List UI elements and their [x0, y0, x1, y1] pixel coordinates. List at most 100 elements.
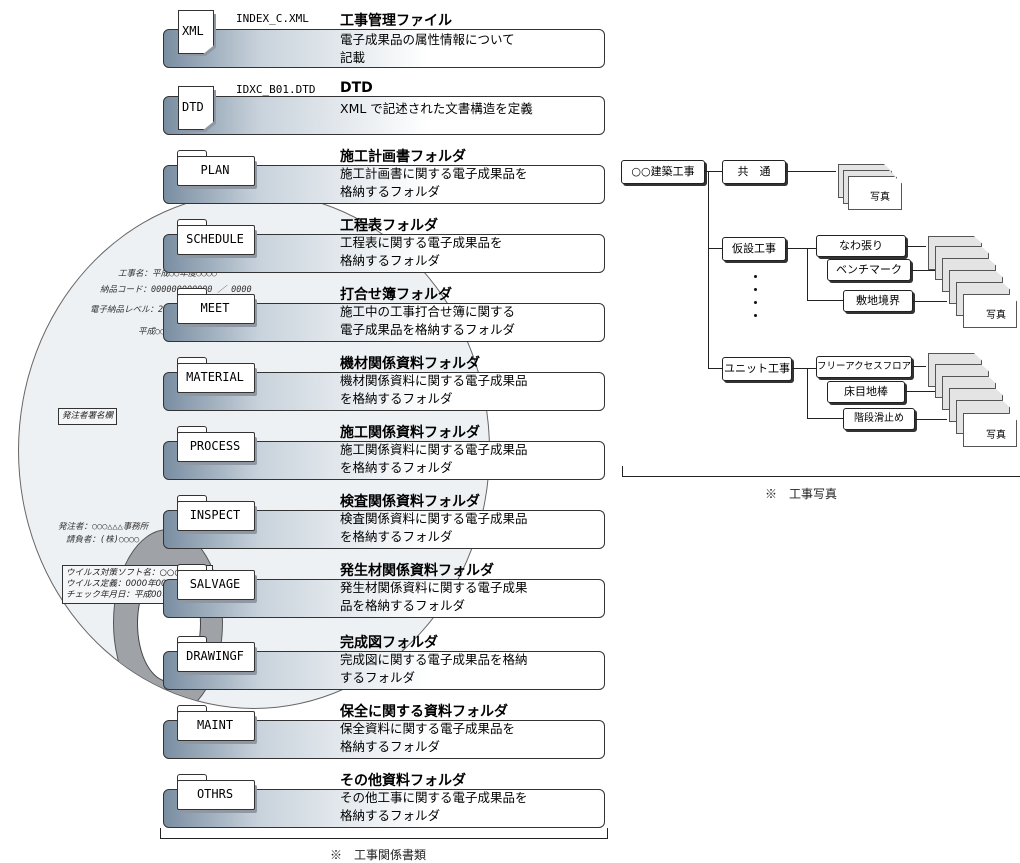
folder-label-meet: MEET [200, 301, 230, 315]
folder-label-schedule: SCHEDULE [186, 232, 244, 246]
folder-desc-process-2: を格納するフォルダ [340, 460, 453, 475]
folder-desc-salvage-2: 品を格納するフォルダ [340, 598, 466, 613]
folder-desc-material: 機材関係資料に関する電子成果品 を格納するフォルダ [340, 372, 602, 408]
xml-desc-line-2: 記載 [340, 50, 366, 65]
tree-node-freeaccess: フリーアクセスフロア [816, 356, 912, 378]
folder-label-othrs: OTHRS [196, 787, 234, 801]
photo-folder-icon-unit [963, 413, 1017, 447]
tree-node-joint: 床目地棒 [827, 381, 905, 403]
photo-label-temporary: 写真 [986, 310, 1006, 321]
folder-desc-maint-1: 保全資料に関する電子成果品を [340, 721, 516, 736]
dtd-title: DTD [340, 80, 373, 96]
folder-label-drawingf: DRAWINGF [186, 649, 244, 663]
folder-desc-schedule: 工程表に関する電子成果品を 格納するフォルダ [340, 234, 602, 270]
ellipsis-dot [754, 301, 757, 304]
folder-title-schedule: 工程表フォルダ [340, 218, 438, 234]
documents-caption: ※ 工事関係書類 [330, 848, 427, 862]
folder-desc-material-2: を格納するフォルダ [340, 391, 453, 406]
folder-desc-meet-2: 電子成果品を格納するフォルダ [340, 322, 516, 337]
disc-line-3: 電子納品レベル：2 番 [90, 305, 181, 315]
folder-desc-salvage: 発生材関係資料に関する電子成果 品を格納するフォルダ [340, 579, 602, 615]
xml-filename: INDEX_C.XML [236, 12, 309, 25]
folder-icon-process [177, 432, 255, 462]
tree-node-temporary: 仮設工事 [722, 237, 786, 261]
ellipsis-dot [754, 288, 757, 291]
folder-title-salvage: 発生材関係資料フォルダ [340, 563, 494, 579]
xml-desc-line-1: 電子成果品の属性情報について [340, 32, 515, 47]
folder-desc-drawingf-1: 完成図に関する電子成果品を格納 [340, 652, 528, 667]
folder-desc-salvage-1: 発生材関係資料に関する電子成果 [340, 580, 528, 595]
photos-caption: ※ 工事写真 [765, 487, 838, 501]
folder-desc-maint: 保全資料に関する電子成果品を 格納するフォルダ [340, 720, 602, 756]
dtd-filename: IDXC_B01.DTD [236, 83, 316, 96]
folder-desc-inspect: 検査関係資料に関する電子成果品 を格納するフォルダ [340, 510, 602, 546]
folder-icon-plan [177, 156, 255, 186]
tree-node-nawabari: なわ張り [816, 235, 906, 257]
folder-desc-material-1: 機材関係資料に関する電子成果品 [340, 373, 528, 388]
disc-line-1: 工事名：平成○○年度○○○○ [118, 269, 217, 279]
tree-node-stairs: 階段滑止め [843, 408, 915, 430]
folder-title-process: 施工関係資料フォルダ [340, 425, 480, 441]
folder-label-inspect: INSPECT [189, 508, 241, 522]
folder-icon-maint [177, 711, 255, 741]
folder-desc-meet: 施工中の工事打合せ簿に関する 電子成果品を格納するフォルダ [340, 303, 602, 339]
documents-bracket [160, 838, 608, 839]
folder-title-meet: 打合せ簿フォルダ [340, 287, 452, 303]
folder-label-plan: PLAN [200, 163, 230, 177]
folder-icon-othrs [177, 780, 255, 810]
ellipsis-dot [754, 275, 757, 278]
xml-file-label: XML [182, 24, 204, 38]
photo-label-unit: 写真 [986, 430, 1006, 441]
disc-contractor: 請負者：(株)○○○○ [66, 535, 140, 545]
folder-desc-process-1: 施工関係資料に関する電子成果品 [340, 442, 528, 457]
folder-icon-salvage [177, 570, 255, 600]
folder-icon-drawingf [177, 642, 255, 672]
folder-label-process: PROCESS [189, 439, 241, 453]
disc-line-4: 平成○○年○ [138, 327, 179, 337]
dtd-file-label: DTD [182, 100, 204, 114]
folder-title-maint: 保全に関する資料フォルダ [340, 704, 508, 720]
disc-label-box: 発注者署名欄 [58, 408, 118, 425]
xml-description: 電子成果品の属性情報について 記載 [340, 31, 602, 67]
folder-label-maint: MAINT [196, 718, 234, 732]
folder-desc-drawingf-2: するフォルダ [340, 670, 416, 685]
tree-node-common: 共 通 [722, 160, 786, 184]
folder-desc-plan-2: 格納するフォルダ [340, 184, 441, 199]
folder-desc-othrs-1: その他工事に関する電子成果品を [340, 790, 528, 805]
tree-root-node: ○○建築工事 [621, 160, 705, 184]
tree-node-unit: ユニット工事 [722, 357, 792, 381]
disc-virus-line-2: ウイルス定義：0000年00月00日版 [66, 579, 203, 589]
disc-virus-line-1: ウイルス対策ソフト名：○○○○○ [66, 568, 197, 578]
desc-box-xml [163, 29, 605, 68]
folder-desc-plan: 施工計画書に関する電子成果品を 格納するフォルダ [340, 165, 602, 201]
disc-orderer: 発注者：○○○△△△事務所 [58, 522, 149, 532]
folder-title-material: 機材関係資料フォルダ [340, 356, 480, 372]
desc-box-dtd [163, 96, 605, 135]
folder-title-drawingf: 完成図フォルダ [340, 635, 438, 651]
photo-folder-icon-common [848, 176, 902, 210]
folder-label-material: MATERIAL [186, 370, 244, 384]
folder-desc-maint-2: 格納するフォルダ [340, 739, 441, 754]
disc-line-2: 納品コード：000000000000 ／ 0000 [100, 285, 252, 295]
photos-bracket [622, 476, 1020, 477]
folder-title-othrs: その他資料フォルダ [340, 773, 466, 789]
xml-file-icon [178, 10, 214, 54]
folder-title-plan: 施工計画書フォルダ [340, 149, 466, 165]
dtd-file-icon [178, 86, 214, 130]
folder-desc-meet-1: 施工中の工事打合せ簿に関する [340, 304, 516, 319]
desc-box-maint [163, 720, 605, 759]
folder-icon-inspect [177, 501, 255, 531]
folder-desc-othrs-2: 格納するフォルダ [340, 808, 441, 823]
ellipsis-dot [754, 314, 757, 317]
folder-desc-plan-1: 施工計画書に関する電子成果品を [340, 166, 528, 181]
folder-icon-schedule [177, 225, 255, 255]
dtd-description: XML で記述された文書構造を定義 [340, 100, 602, 118]
disc-virus-line-3: チェック年月日：平成00年00月00日 [66, 590, 209, 600]
folder-icon-material [177, 363, 255, 393]
folder-desc-process: 施工関係資料に関する電子成果品 を格納するフォルダ [340, 441, 602, 477]
photo-label-common: 写真 [870, 192, 890, 203]
tree-node-benchmark: ベンチマーク [827, 259, 911, 281]
folder-label-salvage: SALVAGE [189, 577, 241, 591]
dtd-desc-line-1: XML で記述された文書構造を定義 [340, 101, 533, 116]
folder-desc-inspect-2: を格納するフォルダ [340, 529, 453, 544]
